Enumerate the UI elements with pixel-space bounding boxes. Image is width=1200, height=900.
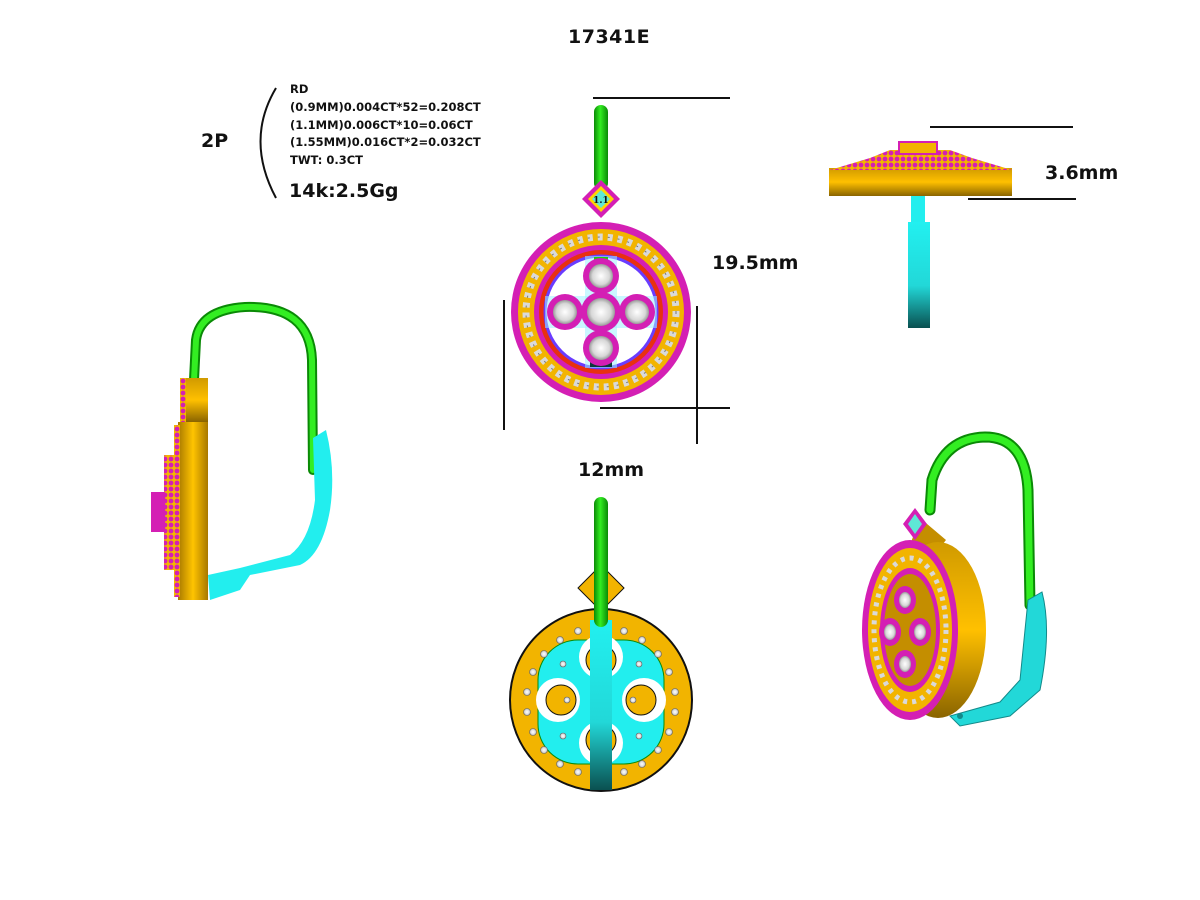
back-stone-holes [523, 627, 679, 776]
hinge-hole [248, 577, 256, 585]
disc-edge [829, 168, 1012, 196]
center-stone [587, 298, 615, 326]
lever-clip [208, 430, 333, 600]
drawing-title: 17341E [568, 26, 651, 48]
left-side-view [151, 301, 333, 600]
height-dimension: 19.5mm [712, 252, 799, 274]
post-lower [908, 222, 930, 328]
back-view [509, 497, 693, 792]
metal-weight: 14k:2.5Gg [289, 180, 399, 202]
outer-stone-ring [522, 233, 680, 391]
stone-spec-line: (0.9MM)0.004CT*52=0.208CT [290, 99, 481, 114]
total-weight-line: TWT: 0.3CT [290, 153, 364, 168]
quatrefoil [547, 258, 655, 366]
post-upper [911, 196, 925, 222]
hoop-post-back [594, 497, 608, 627]
post-back [590, 620, 612, 790]
top-view [829, 126, 1076, 328]
stone-spec-list: RD (0.9MM)0.004CT*52=0.208CT (1.1MM)0.00… [290, 81, 481, 170]
stone-spec-line: (1.55MM)0.016CT*2=0.032CT [290, 135, 481, 150]
width-dimension: 12mm [578, 459, 645, 481]
disc-side [178, 422, 208, 600]
bail-stone-label: 1.1 [593, 196, 609, 206]
hoop-wire [189, 301, 318, 475]
lever-clip [949, 591, 1047, 727]
spec-bracket [259, 87, 277, 199]
top-pave [830, 150, 1012, 170]
perspective-quatrefoil [879, 586, 931, 678]
bail-diamond: 1.1 [582, 180, 620, 218]
stone-shape: RD [290, 82, 309, 96]
stone-spec-line: (1.1MM)0.006CT*10=0.06CT [290, 117, 473, 132]
hoop-post [594, 105, 608, 190]
thickness-dimension: 3.6mm [1045, 162, 1119, 184]
front-view: 1.1 [503, 97, 730, 444]
perspective-view [862, 431, 1047, 727]
quantity-label: 2P [201, 130, 229, 152]
